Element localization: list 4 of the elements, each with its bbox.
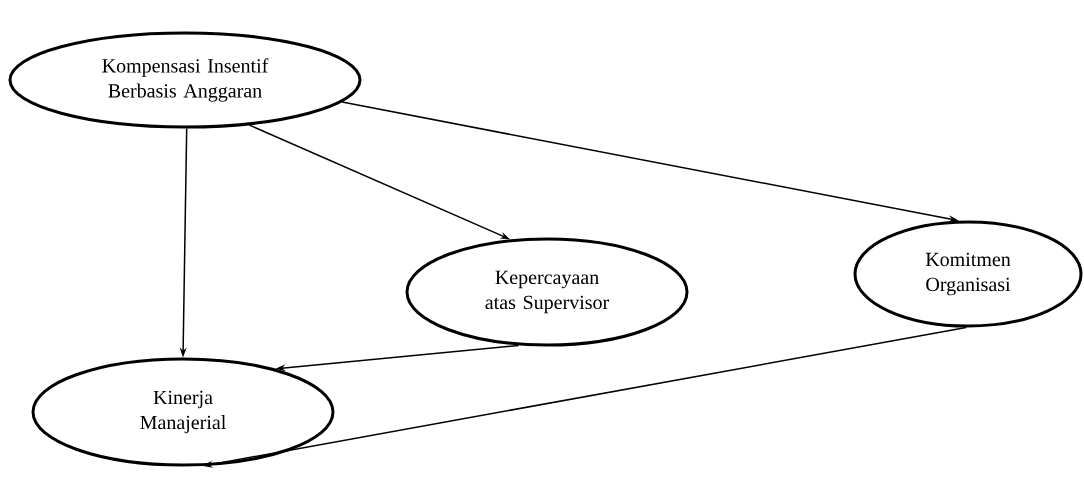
ellipse-node: Kompensasi Insentif Berbasis Anggaran (8, 31, 362, 129)
ellipse-node: Komitmen Organisasi (853, 220, 1083, 328)
ellipse-node: Kinerja Manajerial (31, 357, 335, 467)
ellipse-node: Kepercayaan atas Supervisor (405, 237, 689, 347)
